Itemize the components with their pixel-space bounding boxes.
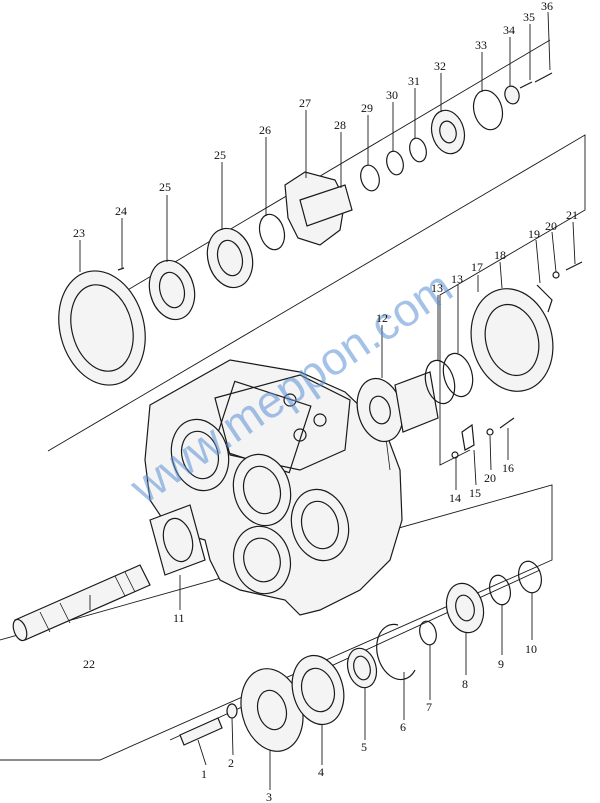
callout-25-left: 25 — [159, 180, 171, 194]
lower-cover-parts — [179, 560, 543, 752]
gasket-11 — [149, 504, 206, 576]
callout-34: 34 — [503, 23, 515, 37]
callout-1: 1 — [201, 767, 207, 781]
callout-10: 10 — [525, 642, 537, 656]
callout-22: 22 — [83, 657, 95, 671]
callout-4: 4 — [318, 765, 324, 779]
output-shaft — [12, 564, 151, 642]
callout-15: 15 — [469, 486, 481, 500]
callout-8: 8 — [462, 677, 468, 691]
gearbox-housing — [144, 359, 403, 616]
callout-32: 32 — [434, 59, 446, 73]
callout-29: 29 — [361, 101, 373, 115]
callout-16: 16 — [502, 461, 514, 475]
callout-2: 2 — [228, 756, 234, 770]
callout-31: 31 — [408, 74, 420, 88]
callout-25-right: 25 — [214, 148, 226, 162]
callout-labels: 1 2 3 4 5 6 7 8 9 10 11 12 13 13 14 15 1… — [73, 0, 578, 803]
callout-23: 23 — [73, 226, 85, 240]
callout-19: 19 — [528, 227, 540, 241]
callout-7: 7 — [426, 700, 432, 714]
callout-27: 27 — [299, 96, 311, 110]
callout-14: 14 — [449, 491, 461, 505]
callout-33: 33 — [475, 38, 487, 52]
callout-26: 26 — [259, 123, 271, 137]
callout-11: 11 — [173, 611, 185, 625]
callout-28: 28 — [334, 118, 346, 132]
callout-5: 5 — [361, 740, 367, 754]
callout-21: 21 — [566, 208, 578, 222]
callout-3: 3 — [266, 790, 272, 803]
callout-9: 9 — [498, 657, 504, 671]
callout-17: 17 — [471, 260, 483, 274]
callout-24: 24 — [115, 204, 127, 218]
upper-input-parts — [58, 72, 553, 386]
callout-13-right: 13 — [451, 272, 463, 286]
callout-20-bottom: 20 — [484, 471, 496, 485]
callout-20-top: 20 — [545, 219, 557, 233]
right-flange-parts — [356, 261, 583, 459]
callout-13-left: 13 — [431, 281, 443, 295]
leader-lines — [79, 11, 576, 790]
callout-6: 6 — [400, 720, 406, 734]
callout-35: 35 — [523, 10, 535, 24]
callout-12: 12 — [376, 311, 388, 325]
callout-36: 36 — [541, 0, 553, 13]
callout-18: 18 — [494, 248, 506, 262]
callout-30: 30 — [386, 88, 398, 102]
